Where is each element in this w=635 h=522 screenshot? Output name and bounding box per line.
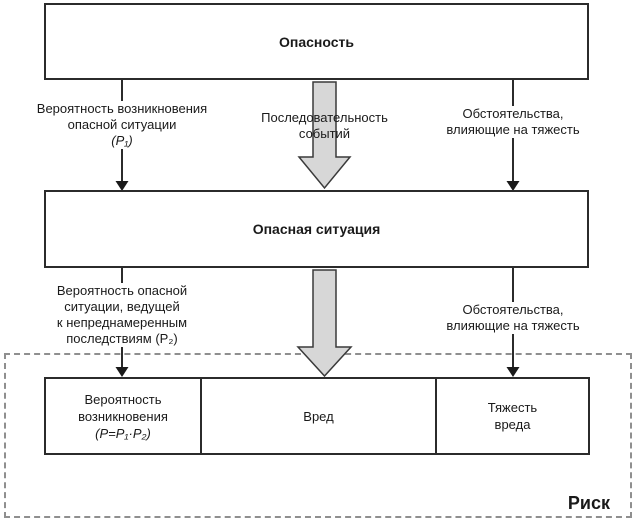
edge-label-p1: Вероятность возникновения опасной ситуац… [22, 101, 222, 149]
text-line: влияющие на тяжесть [446, 318, 580, 333]
edge-label-circumstances-bottom: Обстоятельства, влияющие на тяжесть [423, 302, 603, 334]
box-hazardous-situation: Опасная ситуация [44, 190, 589, 268]
box-harm: Вред [200, 377, 437, 455]
box-hazard-label: Опасность [279, 33, 354, 50]
big-down-arrow-icon [297, 81, 352, 190]
box-probability-occurrence: Вероятность возникновения (P=P₁·P₂) [44, 377, 202, 455]
probability-formula: (P=P₁·P₂) [95, 425, 151, 441]
edge-label-circumstances-top: Обстоятельства, влияющие на тяжесть [423, 106, 603, 138]
arrowhead-down-icon [115, 181, 129, 191]
text-line: влияющие на тяжесть [446, 122, 580, 137]
text-line: Вероятность опасной [56, 283, 188, 298]
big-down-arrow-icon [296, 269, 353, 378]
risk-caption: Риск [567, 493, 610, 513]
edge-label-sequence: Последовательность событий [254, 110, 395, 142]
box-probability-occurrence-label: Вероятность возникновения (P=P₁·P₂) [78, 391, 168, 442]
text-line: к непреднамеренным [56, 315, 188, 330]
p1-formula: (P₁) [111, 133, 133, 148]
edge-label-p2: Вероятность опасной ситуации, ведущей к … [31, 283, 213, 347]
text-line: последствиям (P₂) [66, 331, 178, 346]
box-hazard: Опасность [44, 3, 589, 80]
text-line: Вероятность [84, 391, 162, 407]
text-line: событий [298, 126, 351, 141]
text-line: возникновения [78, 408, 168, 424]
text-line: Последовательность [261, 110, 388, 125]
text-line: опасной ситуации [67, 117, 177, 132]
text-line: вреда [494, 417, 531, 432]
arrowhead-down-icon [115, 367, 129, 377]
arrowhead-down-icon [506, 367, 520, 377]
box-harm-label: Вред [303, 408, 334, 424]
box-hazardous-situation-label: Опасная ситуация [252, 221, 381, 237]
box-harm-severity: Тяжесть вреда [435, 377, 590, 455]
text-line: Обстоятельства, [462, 302, 564, 317]
box-harm-severity-label: Тяжесть вреда [488, 399, 537, 433]
text-line: Обстоятельства, [462, 106, 564, 121]
text-line: Вероятность возникновения [36, 101, 208, 116]
text-line: ситуации, ведущей [64, 299, 180, 314]
text-line: Тяжесть [487, 400, 538, 415]
arrowhead-down-icon [506, 181, 520, 191]
